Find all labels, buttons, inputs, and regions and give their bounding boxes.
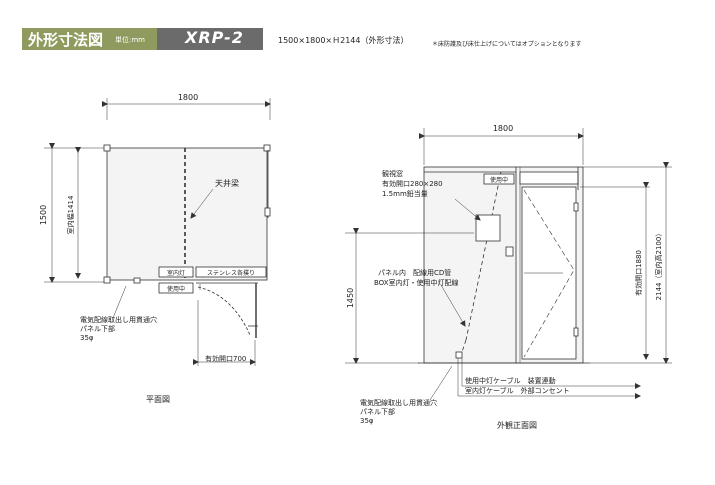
plan-width-label: 1800 — [178, 93, 198, 102]
option-note: ＊床防護及び床仕上げについてはオプションとなります — [432, 41, 582, 48]
plan-hole-line3: 35φ — [80, 334, 94, 342]
model-name: XRP-2 — [185, 28, 244, 47]
plan-in-use-label: 使用中 — [167, 285, 185, 293]
height-1450-label: 1450 — [346, 288, 355, 308]
front-view-title: 外観正面図 — [497, 420, 537, 430]
front-hole-line3: 35φ — [360, 417, 374, 425]
window-line3: 1.5mm鉛当量 — [382, 189, 428, 198]
header-title-band — [22, 28, 157, 50]
cable1-label: 使用中灯ケーブル 装置連動 — [465, 376, 556, 385]
panel-conduit-line2: BOX室内灯・使用中灯配線 — [374, 278, 459, 287]
plan-view-title: 平面図 — [146, 395, 170, 404]
plan-depth-label: 1500 — [39, 205, 48, 225]
front-width-label: 1800 — [493, 124, 513, 133]
room-light-label: 室内灯 — [167, 269, 185, 277]
overall-dimensions: 1500×1800×Ｈ2144（外形寸法） — [278, 36, 409, 45]
plan-view — [44, 98, 271, 366]
plan-inner-width-label: 室内幅1414 — [66, 195, 75, 234]
front-in-use-label: 使用中 — [490, 176, 508, 184]
handrail-label: ステンレス各撲り — [207, 269, 255, 277]
cable2-label: 室内灯ケーブル 外部コンセント — [465, 386, 570, 395]
total-height-label: 2144（室内高2100） — [654, 230, 663, 301]
panel-conduit-line1: パネル内 配線用CD管 — [378, 268, 451, 277]
front-hole-line1: 電気配線取出し用貫通穴 — [360, 398, 437, 407]
header-model-band — [157, 28, 263, 50]
front-view — [345, 128, 672, 401]
unit-label: 単位:mm — [115, 36, 145, 44]
ceiling-beam-label: 天井梁 — [215, 178, 239, 188]
page-title: 外形寸法図 — [28, 31, 104, 49]
plan-hole-line1: 電気配線取出し用貫通穴 — [80, 315, 157, 324]
plan-hole-line2: パネル下部 — [80, 324, 115, 333]
door-height-label: 有効開口1880 — [634, 250, 643, 296]
window-line2: 有効開口280×280 — [382, 179, 443, 188]
door-opening-label: 有効開口700 — [205, 354, 246, 363]
window-line1: 観視窓 — [382, 169, 403, 178]
front-hole-line2: パネル下部 — [360, 407, 395, 416]
